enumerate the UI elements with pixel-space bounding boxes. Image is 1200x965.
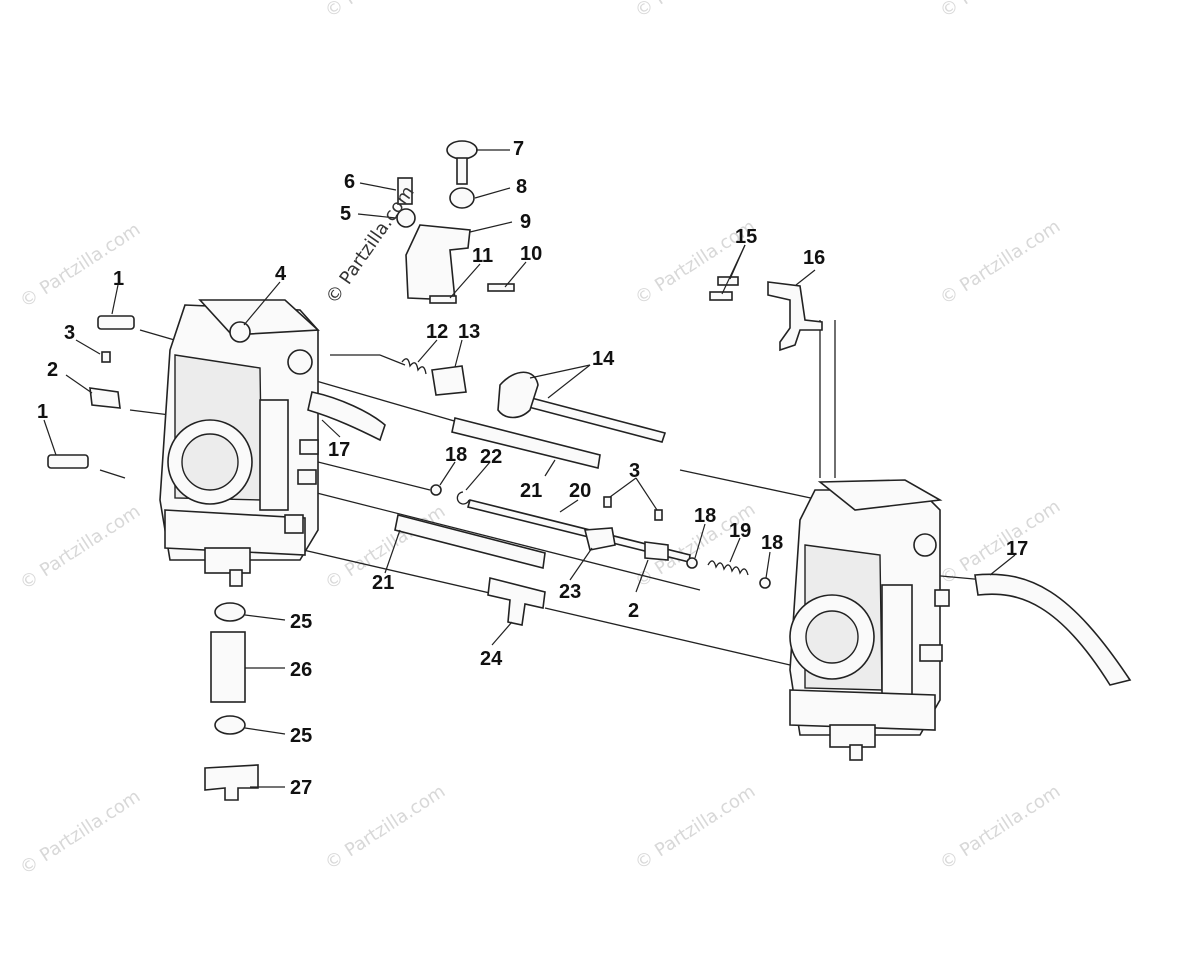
callout-3: 3	[629, 460, 640, 482]
spring-19	[707, 560, 749, 576]
watermark: © Partzilla.com	[322, 182, 419, 308]
callout-25: 25	[290, 611, 312, 633]
callout-11: 11	[472, 245, 493, 267]
lever-23	[583, 527, 616, 551]
bracket-16	[767, 281, 823, 352]
callout-17: 17	[1006, 538, 1028, 560]
bolt-15b	[709, 291, 733, 301]
bushing-13	[431, 365, 467, 396]
watermark: © Partzilla.com	[936, 781, 1064, 874]
tee-27	[204, 764, 259, 801]
watermark: © Partzilla.com	[16, 501, 144, 594]
adjuster-7-shaft	[456, 157, 468, 185]
watermark: © Partzilla.com	[16, 219, 144, 312]
callout-18: 18	[761, 532, 783, 554]
callout-8: 8	[516, 176, 527, 198]
clamp-25b	[214, 715, 246, 735]
screw-6	[397, 177, 413, 205]
callout-7: 7	[513, 138, 524, 160]
washer-18a	[430, 484, 442, 496]
callout-22: 22	[480, 446, 502, 468]
callout-2: 2	[47, 359, 58, 381]
left-carburetor	[159, 299, 320, 587]
screw-11	[429, 295, 457, 304]
callout-1: 1	[37, 401, 48, 423]
spring-12	[401, 358, 427, 375]
rod-14	[515, 394, 667, 443]
tee-fitting-24	[487, 576, 546, 626]
screw-3b	[654, 509, 663, 521]
bolt-1b	[47, 454, 89, 469]
callout-9: 9	[520, 211, 531, 233]
callout-26: 26	[290, 659, 312, 681]
callout-12: 12	[426, 321, 448, 343]
callout-24: 24	[480, 648, 503, 670]
clamp-2-mid	[644, 541, 669, 561]
washer-18b	[686, 557, 698, 569]
nut-8	[449, 187, 475, 209]
callout-18: 18	[694, 505, 716, 527]
callout-21: 21	[372, 572, 394, 594]
callout-3: 3	[64, 322, 75, 344]
washer-18c	[759, 577, 771, 589]
watermark: © Partzilla.com	[631, 781, 759, 874]
leader-lines	[43, 149, 1016, 788]
rod-lower	[394, 514, 546, 569]
callout-21: 21	[520, 480, 542, 502]
callout-19: 19	[729, 520, 751, 542]
callout-4: 4	[275, 263, 287, 285]
fuel-hose-left	[307, 391, 386, 442]
callout-17: 17	[328, 439, 350, 461]
hose-26	[210, 631, 246, 703]
callout-20: 20	[569, 480, 591, 502]
clamp-25a	[214, 602, 246, 622]
bolt-1a	[97, 315, 135, 330]
right-carburetor	[789, 479, 950, 761]
watermark: © Partzilla.com	[631, 0, 759, 22]
callout-13: 13	[458, 321, 480, 343]
callout-23: 23	[559, 581, 581, 603]
fuel-hose-right	[974, 573, 1132, 686]
watermark: © Partzilla.com	[936, 216, 1064, 309]
callout-2: 2	[628, 600, 639, 622]
watermark: © Partzilla.com	[321, 0, 449, 22]
spring-5	[396, 208, 416, 228]
rod-upper	[451, 417, 601, 469]
callout-1: 1	[113, 268, 124, 290]
watermark: © Partzilla.com	[321, 781, 449, 874]
screw-10	[487, 283, 515, 292]
callout-5: 5	[340, 203, 351, 225]
watermark: © Partzilla.com	[16, 786, 144, 879]
callout-16: 16	[803, 247, 825, 269]
callout-6: 6	[344, 171, 355, 193]
callout-18: 18	[445, 444, 467, 466]
callout-15: 15	[735, 226, 757, 248]
screw-3-left	[101, 351, 111, 363]
clip-22	[456, 491, 470, 505]
callout-10: 10	[520, 243, 542, 265]
clamp-2-left	[89, 387, 121, 409]
cam-plate	[497, 371, 539, 419]
callouts: 1 1 2 2 3 3 4 5 6 7 8 9 10 11 12 13 14 1…	[37, 138, 1028, 799]
screw-3a	[603, 496, 612, 508]
watermark: © Partzilla.com	[936, 0, 1064, 22]
callout-14: 14	[592, 348, 615, 370]
callout-27: 27	[290, 777, 312, 799]
callout-25: 25	[290, 725, 312, 747]
adjuster-7	[446, 140, 478, 160]
bracket-9	[405, 224, 471, 301]
